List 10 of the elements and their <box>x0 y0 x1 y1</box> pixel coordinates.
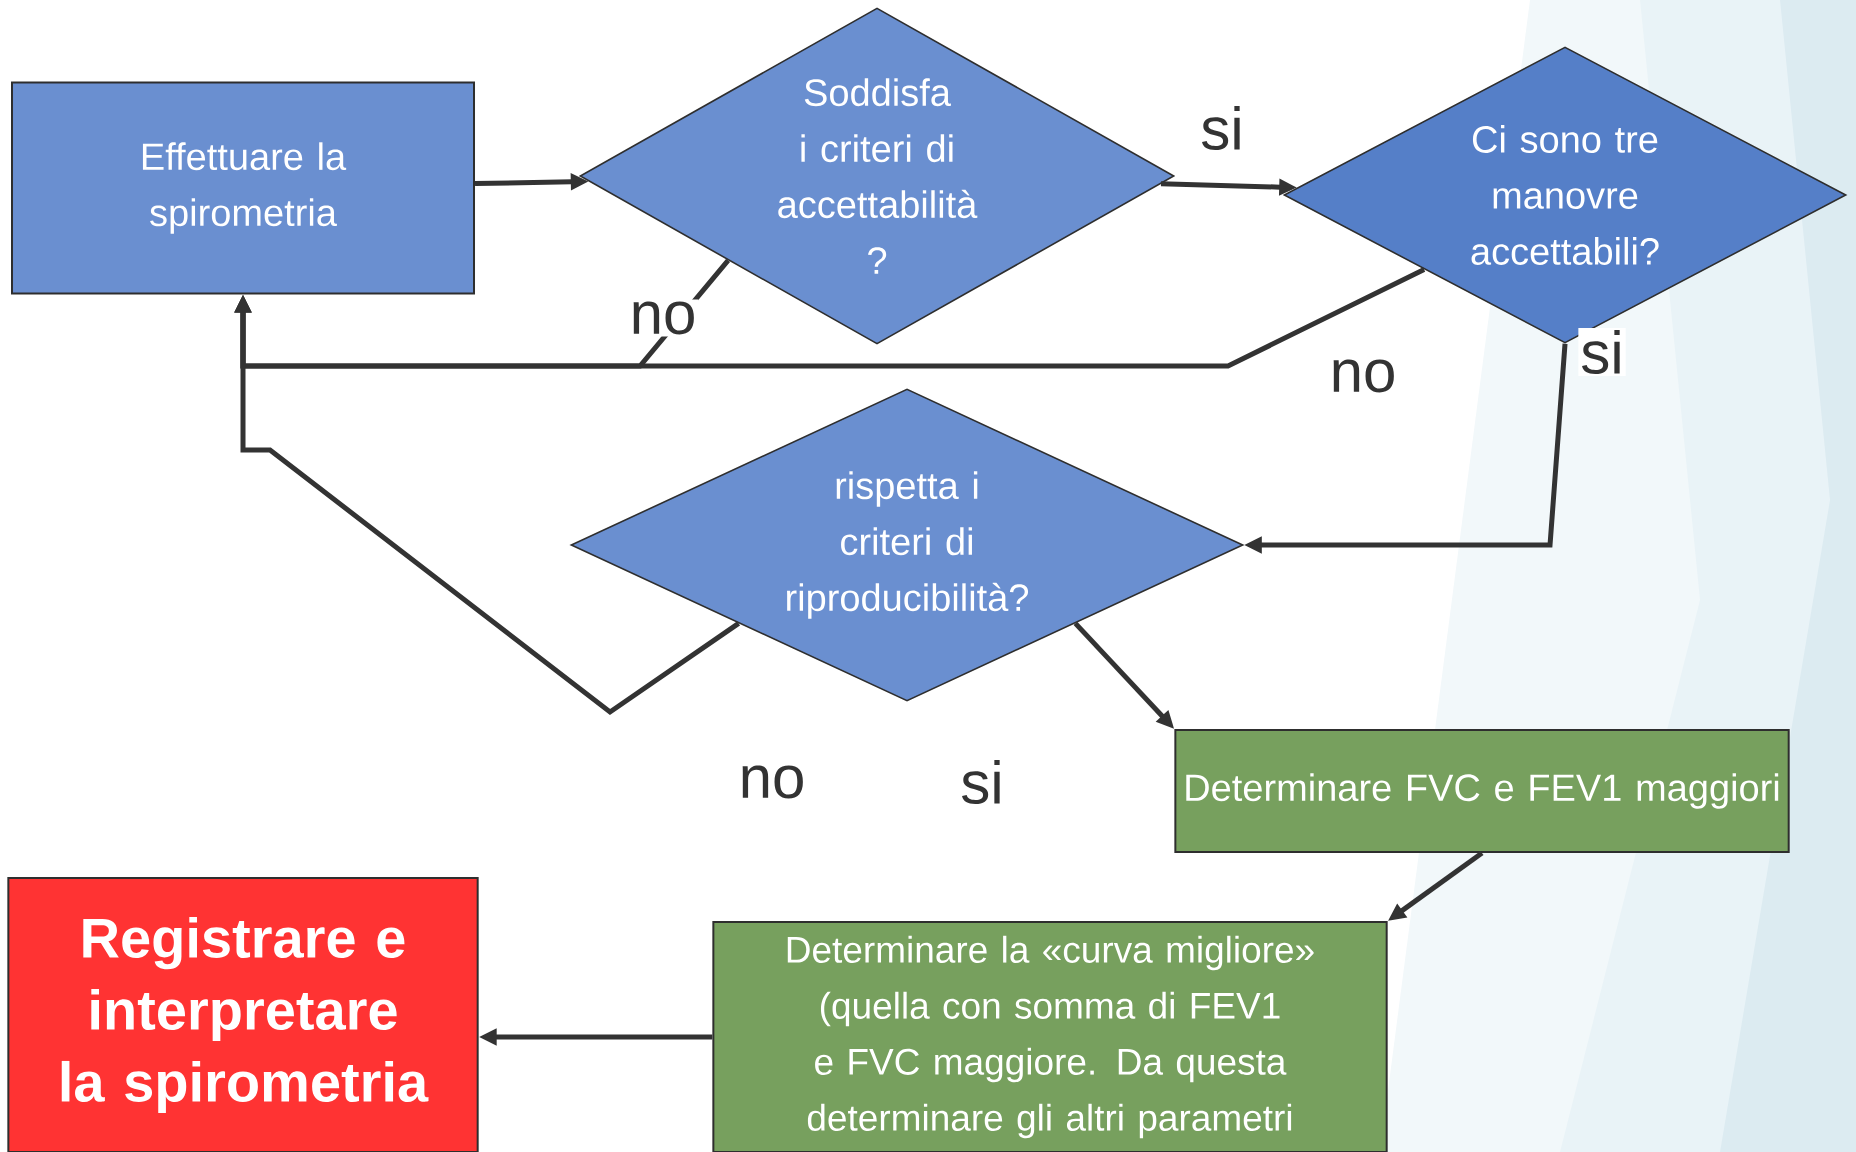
process-box: Determinare la «curva migliore» (quella con somma di FEV1 e FVC maggiore. Da questa determinare gli altri parametri <box>712 921 1388 1152</box>
edge-label: si <box>1198 103 1246 153</box>
process-box: Determinare FVC e FEV1 maggiori <box>1174 729 1790 853</box>
edge-label: si <box>958 758 1006 807</box>
process-box: Effettuare la spirometria <box>11 81 475 295</box>
edge-label: no <box>1327 357 1399 395</box>
edge-label: no <box>627 299 699 337</box>
process-box: Registrare e interpretare la spirometria <box>7 877 479 1152</box>
edge-label: si <box>1578 327 1626 377</box>
edge-label: no <box>736 763 808 801</box>
